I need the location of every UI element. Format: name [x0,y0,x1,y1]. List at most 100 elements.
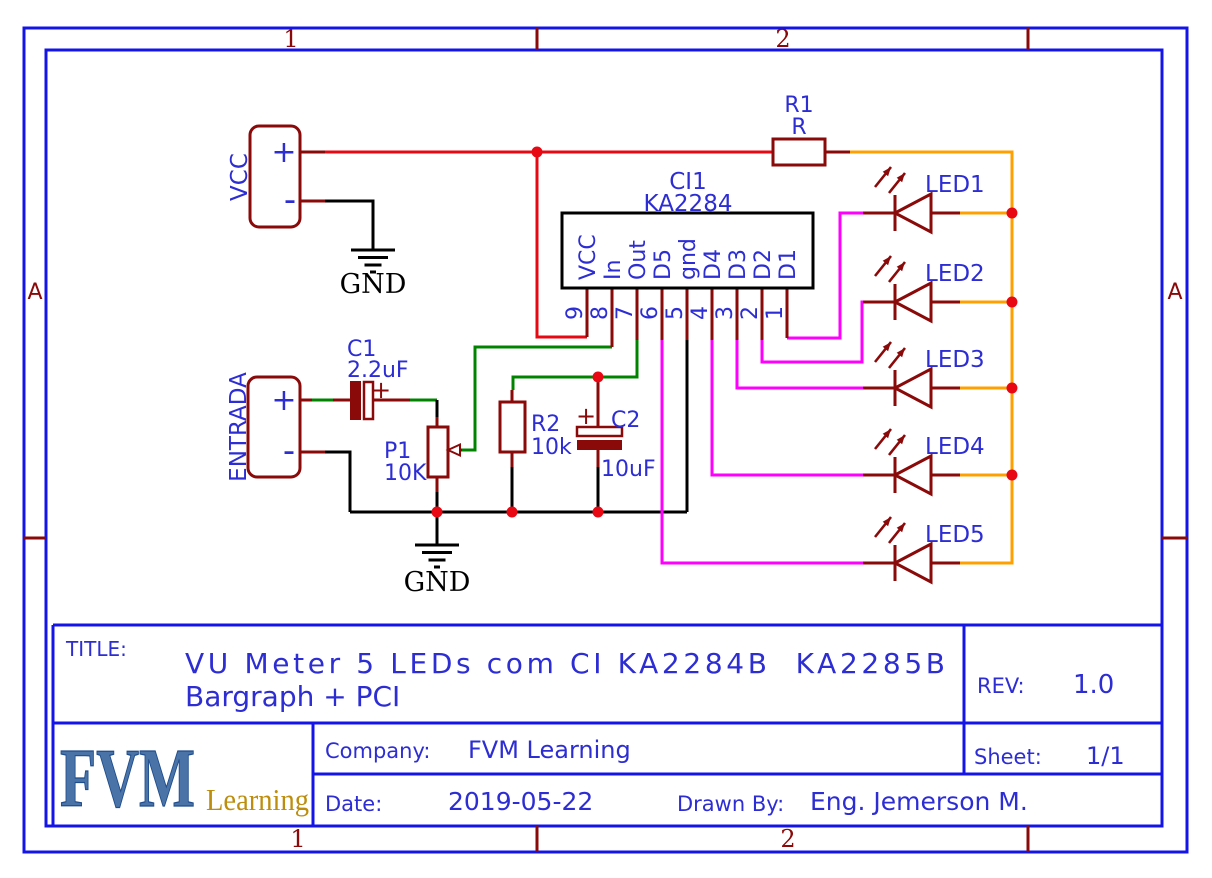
zone-label-top-1: 1 [283,25,298,53]
drawn-by-label: Drawn By: [677,792,784,816]
zone-label-bottom-2: 2 [780,825,795,853]
sheet-label: Sheet: [974,745,1042,769]
pin-name-9: VCC [576,234,601,280]
wire-led-anode-bus [850,150,1014,565]
pin-name-6: D5 [651,249,676,280]
logo-learning-text: Learning [206,782,309,817]
wire-vccminus-gnd [325,199,375,250]
border-zone-ticks [24,28,1187,852]
ic-pin-names: VCC In Out D5 gnd D4 D3 D2 D1 [576,234,801,280]
p1-value: 10K [384,461,427,486]
connector-vcc-minus: - [284,180,296,220]
pin-name-2: D2 [751,249,776,280]
led4-label: LED4 [925,434,985,460]
ic-pin-numbers: 9 8 7 6 5 4 3 2 1 [563,306,788,320]
ic-value: KA2284 [644,191,733,217]
title-label: TITLE: [65,637,127,661]
date-value: 2019-05-22 [448,787,593,816]
pin-num-2: 2 [738,306,763,320]
rev-label: REV: [977,674,1025,698]
connector-entrada-ref: ENTRADA [226,372,252,482]
gnd-symbol-top: GND [340,248,407,300]
drawn-by-value: Eng. Jemerson M. [810,787,1028,816]
p1-wiper-arrow [445,442,461,458]
wire-in-to-wiper [462,345,612,452]
potentiometer-p1: P1 10K [384,425,462,486]
c1-ref: C1 [347,337,376,362]
date-label: Date: [325,792,382,816]
company-logo: FVM Learning [59,731,309,825]
inner-border [44,48,1164,828]
pin-name-1: D1 [776,249,801,280]
component-pin-stubs [300,150,850,492]
wire-d2-led2 [760,300,864,364]
connector-vcc-plus: + [271,135,296,170]
r2-ref: R2 [531,412,560,437]
c1-polarity-plus: + [371,376,391,404]
rev-value: 1.0 [1073,670,1114,700]
pin-num-6: 6 [638,306,663,320]
r1-ref: R1 [784,93,813,118]
outer-border [22,26,1189,854]
connector-vcc-ref: VCC [227,153,253,201]
pin-num-9: 9 [563,306,588,320]
pin-num-4: 4 [688,306,713,320]
zone-label-right-a: A [1167,280,1182,305]
led5-label: LED5 [925,522,985,548]
logo-fvm-text: FVM [60,732,195,825]
zone-label-bottom-1: 1 [290,825,305,853]
sheet-value: 1/1 [1086,742,1125,770]
company-value: FVM Learning [468,736,631,764]
pin-name-4: D4 [701,249,726,280]
circuit: VCC + - ENTRADA + - GND GND + C1 2.2uF [226,93,1018,598]
c2-ref: C2 [611,408,640,433]
wire-ground-bus [325,340,689,514]
ic-ref: CI1 [669,169,706,195]
r2-value: 10k [531,435,572,460]
wire-d4-led4 [710,340,863,477]
connector-vcc: VCC + - [227,124,302,229]
border-frame: 1 2 1 2 A A [22,25,1189,854]
wire-out-to-r2-c2 [511,340,639,390]
r1-value: R [791,115,806,140]
pin-num-7: 7 [613,306,638,320]
c1-value: 2.2uF [347,358,409,383]
title-block-lines [51,623,1162,826]
pin-num-3: 3 [713,306,738,320]
ic-ci1: CI1 KA2284 VCC In Out D5 gnd D4 D3 D2 D1… [560,169,815,320]
gnd-label-bottom: GND [404,567,471,598]
led1-label: LED1 [925,172,985,198]
pin-name-8: In [601,260,626,280]
connector-entrada-minus: - [283,431,295,471]
gnd-label-top: GND [340,269,407,300]
pin-name-3: D3 [726,249,751,280]
wire-d3-led3 [735,340,863,390]
capacitor-c1: + C1 2.2uF [347,337,409,421]
c2-value: 10uF [601,457,656,482]
wires [300,150,1014,565]
capacitor-c2: + C2 10uF [575,402,656,482]
zone-label-top-2: 2 [775,25,790,53]
wire-d1-led1 [787,211,863,340]
pin-name-5: gnd [676,238,701,280]
wire-d5-led5 [660,340,863,565]
resistor-r2: R2 10k [498,400,572,460]
title-block: TITLE: VU Meter 5 LEDs com CI KA2284B KA… [51,623,1162,826]
connector-entrada-plus: + [271,383,296,418]
title-line-2: Bargraph + PCI [185,680,400,713]
company-label: Company: [325,739,430,763]
p1-ref: P1 [384,439,411,464]
zone-label-left-a: A [27,280,42,305]
pin-num-8: 8 [588,306,613,320]
junction-dots [431,146,1018,518]
resistor-r1: R1 R [771,93,827,167]
c2-polarity-plus: + [576,402,596,430]
pin-name-7: Out [626,240,651,280]
led-column: LED1 LED2 LED3 LED4 LED5 [863,167,985,582]
led3-label: LED3 [925,347,985,373]
pin-num-1: 1 [763,306,788,320]
connector-entrada: ENTRADA + - [226,372,302,482]
title-line-1: VU Meter 5 LEDs com CI KA2284B KA2285B [185,647,945,680]
